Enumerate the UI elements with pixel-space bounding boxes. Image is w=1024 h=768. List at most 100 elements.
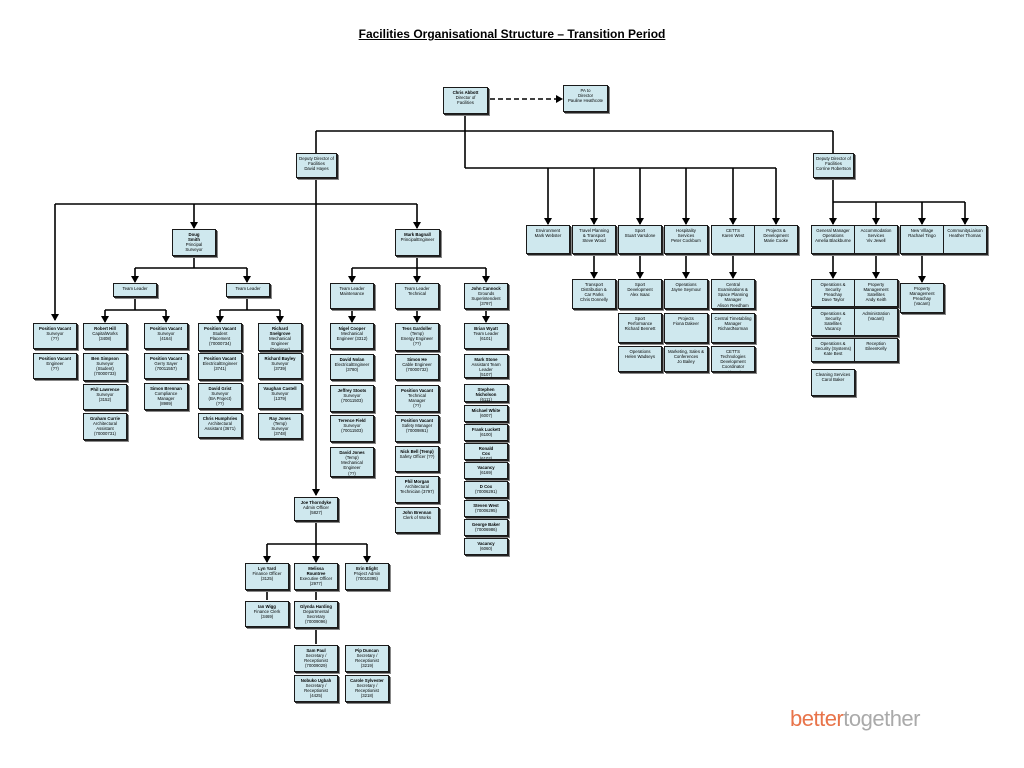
org-box-role: Executive Officer (2977) — [299, 576, 333, 587]
org-box-propsat: Property Management Satellites Andy Keit… — [854, 279, 898, 307]
org-box-timetable: Central Timetabling Manager RichardNorma… — [711, 313, 755, 343]
org-box-role: Accommodation Services Viv Jewell — [860, 228, 892, 244]
org-box-steven: Steven West(70006295) — [464, 500, 508, 517]
org-box-name: David Grist — [208, 386, 232, 391]
org-box-role: (6060) — [479, 546, 493, 552]
org-box-name: Position Vacant — [401, 388, 433, 393]
org-box-central: Central Examinations & Space Planning Ma… — [711, 279, 755, 309]
org-box-role: Transport Distribution & Car Parks Chris… — [580, 282, 608, 303]
org-box-role: Finance Clerk (3469) — [253, 609, 281, 620]
org-box-role: Sport Development Alex Isaac — [627, 282, 653, 298]
org-box-role: (6102) — [479, 456, 493, 460]
org-box-vac2: Vacancy(6060) — [464, 538, 508, 555]
org-box-role: Administration (Vacant) — [862, 311, 890, 322]
org-box-name: Erin Blight — [356, 566, 378, 571]
org-box-role: CapitalWorks (3408) — [92, 331, 118, 342]
org-box-role: Surveyor (70011503) — [341, 423, 363, 434]
org-box-role: Surveyor (70011503) — [341, 393, 363, 404]
org-box-role: Projects Fiona Dakeer — [673, 316, 699, 327]
org-box-cetts: CETTS Karen West — [711, 225, 755, 254]
org-box-tl2: Team Leader — [226, 283, 270, 297]
org-box-frank: Frank Luckett(6100) — [464, 424, 508, 441]
org-box-role: Clerk of Works — [402, 515, 432, 521]
org-box-name: Carole Sylvester — [350, 678, 384, 683]
org-box-role: Cable Engineer (70000732) — [402, 362, 432, 373]
org-box-name: Position Vacant — [39, 326, 71, 331]
org-box-name: Lyn Yard — [258, 566, 276, 571]
org-box-dd1: Deputy Director of Facilities David Haye… — [296, 153, 337, 178]
logo-part-together: together — [843, 706, 920, 731]
org-box-name: Ian Wigg — [258, 604, 276, 609]
org-box-accom: Accommodation Services Viv Jewell — [854, 225, 898, 254]
org-box-proppre: Property Management Preachay (Vacant) — [900, 283, 944, 313]
org-box-hosp: Hospitality Services Peter Cockburn — [664, 225, 708, 254]
org-box-role: (6169) — [479, 470, 493, 476]
org-box-name: Richard Bayley — [264, 356, 296, 361]
org-box-name: Vacancy — [477, 541, 495, 546]
org-box-name: Simon He — [407, 357, 427, 362]
org-box-tl3: Team Leader Maintenance — [330, 283, 374, 309]
org-box-role: Gerry Sayer (70011557) — [154, 361, 178, 372]
org-box-role: (6007) — [479, 413, 493, 419]
org-box-role: Mechanical Engineer (3312) — [336, 331, 368, 342]
org-box-role: Admin Officer (5827) — [303, 505, 329, 516]
org-box-dcox: D Cox(70006291) — [464, 481, 508, 498]
better-together-logo: bettertogether — [790, 706, 920, 732]
org-box-tess: Tess Gardoller(Temp) Energy Engineer (??… — [395, 323, 439, 351]
org-box-travel: Travel Planning & Transport Steve Wood — [572, 225, 616, 254]
logo-part-better: better — [790, 706, 844, 731]
org-box-name: Position Vacant — [204, 326, 236, 331]
org-box-name: Nick Bell (Temp) — [400, 449, 434, 454]
org-box-role: Team Leader Maintenance — [339, 286, 365, 297]
org-box-sportdev: Sport Development Alex Isaac — [618, 279, 662, 309]
org-box-role: CETTS Karen West — [721, 228, 745, 239]
org-box-role: General Manager Operations Amelia Blackb… — [815, 228, 851, 244]
org-box-role: Sport Stuart Varsdone — [624, 228, 656, 239]
org-box-name: Jeffrey Stoots — [337, 388, 367, 393]
org-box-reception: Reception EileenKelly — [854, 338, 898, 362]
org-box-role: (Temp) Energy Engineer (??) — [400, 331, 433, 347]
org-box-stephen: Stephen Nicholson(6111) — [464, 384, 508, 402]
org-box-role: Principal Surveyor — [185, 242, 203, 253]
org-box-role: New Village Rachael Tingo — [908, 228, 936, 239]
org-box-role: Secretary / Receptionist (70009029) — [304, 653, 328, 669]
org-box-role: (Temp) Surveyor (3748) — [271, 421, 289, 437]
org-box-role: Engineer (??) — [46, 361, 64, 372]
org-box-role: Secretary / Receptionist (3219) — [355, 653, 379, 669]
page-title: Facilities Organisational Structure – Tr… — [358, 27, 666, 41]
org-box-role: Surveyor (4164) — [157, 331, 175, 342]
org-box-name: Nobuko Ugbah — [300, 678, 332, 683]
org-box-role: Environment Mark Webster — [534, 228, 562, 239]
org-box-role: Projects & Development Marie Cooke — [763, 228, 789, 244]
org-box-ronald: Ronald Cox(6102) — [464, 443, 508, 460]
org-box-name: John Brennan — [402, 510, 432, 515]
org-box-role: (6100) — [479, 432, 493, 438]
org-box-name: Stephen Nicholson — [475, 387, 497, 398]
org-box-pa: PA to Director Pauline Heathcote — [563, 85, 608, 112]
org-box-genmgr: General Manager Operations Amelia Blackb… — [811, 225, 855, 254]
org-box-sport: Sport Stuart Varsdone — [618, 225, 662, 254]
org-box-sportperf: Sport Performance Richard Bennett — [618, 313, 662, 343]
org-box-george: George Baker(70006986) — [464, 519, 508, 536]
org-box-name: Position Vacant — [150, 326, 182, 331]
org-box-name: Ray Jones — [269, 416, 291, 421]
org-box-nick: Nick Bell (Temp)Safety Officer (??) — [395, 446, 439, 472]
